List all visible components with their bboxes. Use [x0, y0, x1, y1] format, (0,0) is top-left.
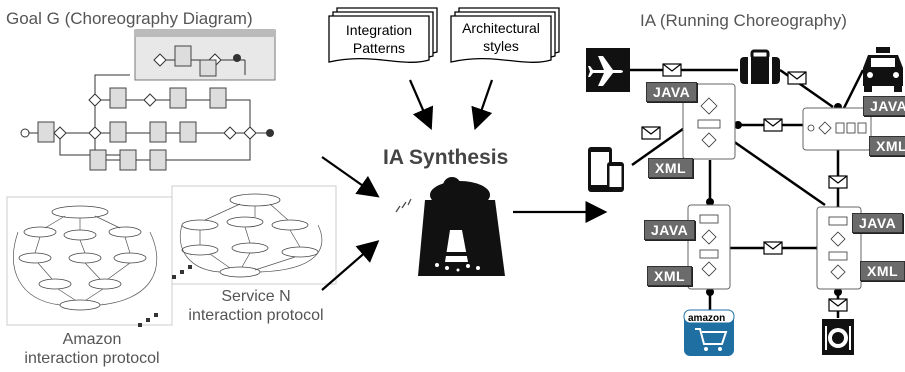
component-box-bottom-right — [816, 206, 862, 290]
architectural-styles-label: Architectural styles — [452, 19, 550, 55]
goal-title: Goal G (Choreography Diagram) — [6, 9, 253, 28]
luggage-icon — [740, 49, 780, 84]
amazon-caption-line2: interaction protocol — [24, 350, 160, 367]
synthesis-label: IA Synthesis — [383, 146, 509, 169]
flow-arrows — [321, 79, 608, 291]
synthesis-figure-icon — [395, 177, 505, 276]
java-tag: JAVA — [646, 82, 698, 102]
java-tag: JAVA — [644, 220, 696, 240]
xml-tag: XML — [860, 261, 905, 281]
amazon-protocol-thumbnail — [6, 196, 173, 326]
java-tag: JAVA — [852, 213, 904, 233]
integration-patterns-line2: Patterns — [352, 40, 406, 56]
amazon-caption-line1: Amazon — [62, 331, 122, 348]
airplane-icon — [586, 48, 630, 92]
ellipsis-dots — [138, 265, 192, 327]
integration-patterns-label: Integration Patterns — [331, 21, 427, 57]
service-n-caption: Service N interaction protocol — [172, 287, 340, 325]
mobile-devices-icon — [588, 147, 624, 192]
architectural-styles-doc — [450, 7, 560, 63]
amazon-cart-icon — [683, 309, 735, 356]
architectural-styles-line2: styles — [483, 38, 519, 54]
restaurant-icon — [822, 319, 854, 355]
service-n-caption-line2: interaction protocol — [188, 307, 324, 324]
running-choreography-title: IA (Running Choreography) — [640, 11, 847, 30]
xml-tag: XML — [648, 158, 694, 178]
service-n-protocol-thumbnail — [171, 185, 337, 285]
integration-patterns-doc — [328, 7, 438, 63]
taxi-icon — [863, 47, 903, 92]
component-box-top-right — [802, 107, 872, 151]
amazon-caption: Amazon interaction protocol — [4, 330, 180, 368]
component-box-bottom-left — [687, 204, 731, 290]
integration-patterns-line1: Integration — [345, 22, 413, 38]
xml-tag: XML — [869, 136, 905, 156]
service-n-caption-line1: Service N — [221, 288, 291, 305]
java-tag: JAVA — [863, 96, 905, 116]
xml-tag: XML — [647, 266, 693, 286]
amazon-logo-text: amazon — [688, 313, 726, 324]
choreography-diagram-thumbnail — [20, 29, 276, 171]
architectural-styles-line1: Architectural — [462, 20, 540, 36]
component-box-top-left — [682, 83, 736, 160]
